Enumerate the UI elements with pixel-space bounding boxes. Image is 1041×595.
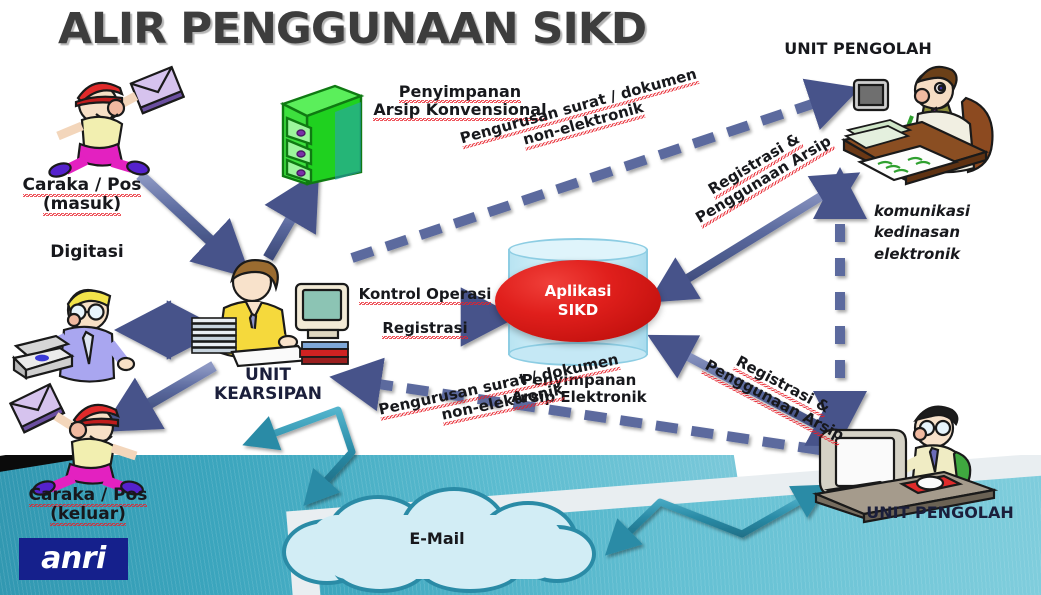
caraka-keluar-line2: (keluar) [50,504,126,527]
caraka-keluar-line1: Caraka / Pos [28,485,148,507]
desk-worker-icon [841,65,994,186]
caraka-keluar-label: Caraka / Pos (keluar) [18,485,158,527]
kontrol-operasi-text: Kontrol Operasi [358,285,492,305]
aplikasi-sikd-badge: Aplikasi SIKD [495,260,661,342]
registrasi-label: Registrasi [355,319,495,339]
database-cylinder-icon: Aplikasi SIKD [495,238,661,366]
running-courier-icon-out [8,382,144,496]
komunikasi-line3: elektronik [874,244,961,263]
email-label: E-Mail [409,529,465,548]
kontrol-operasi-label: Kontrol Operasi [355,285,495,305]
arrow-courier-in-to-unit-kearsipan [136,170,252,279]
arrow-email-to-unit-pengolah [604,484,829,556]
unit-kearsipan-line2: KEARSIPAN [214,384,322,405]
arrow-pengurusan-non-elektronik-atas [350,78,861,263]
archive-clerk-icon [191,259,350,368]
arrow-registrasi-penggunaan-arsip-atas [648,172,861,303]
penyimpanan-konvensional-line1: Penyimpanan [398,82,522,103]
digitasi-label: Digitasi [50,242,124,262]
komunikasi-kedinasan-label: komunikasi kedinasan elektronik [874,201,1041,265]
registrasi-text: Registrasi [382,319,468,339]
komunikasi-line2: kedinasan [874,223,961,242]
komunikasi-line1: komunikasi [874,202,971,220]
aplikasi-sikd-line1: Aplikasi [544,282,612,301]
unit-pengolah-atas-label: UNIT PENGOLAH [784,39,932,58]
unit-pengolah-bawah-label: UNIT PENGOLAH [866,503,1014,522]
caraka-masuk-label: Caraka / Pos (masuk) [12,175,152,217]
page-title: ALIR PENGGUNAAN SIKD [58,4,647,54]
running-courier-icon-in [48,65,186,178]
arrow-unit-kearsipan-to-email [242,406,356,507]
arrow-unit-kearsipan-to-courier-out [100,361,217,433]
caraka-masuk-line2: (masuk) [42,194,122,217]
aplikasi-sikd-line2: SIKD [557,301,599,319]
arrow-unit-kearsipan-to-cabinet [263,170,320,261]
cylinder-top [508,238,648,262]
scanner-operator-icon [11,288,136,383]
unit-kearsipan-label: UNIT KEARSIPAN [198,365,338,405]
cloud-icon: E-Mail [272,485,602,595]
cloud-fill [324,531,560,579]
computer-worker-icon [812,405,999,524]
anri-logo-text: anri [41,541,106,576]
filing-cabinet-icon [279,84,365,186]
unit-kearsipan-line1: UNIT [245,365,291,385]
penyimpanan-konvensional-line2: Arsip Konvensional [373,99,547,121]
penyimpanan-konvensional-label: Penyimpanan Arsip Konvensional [360,82,560,121]
anri-logo: anri [19,538,128,580]
caraka-masuk-line1: Caraka / Pos [22,175,142,197]
